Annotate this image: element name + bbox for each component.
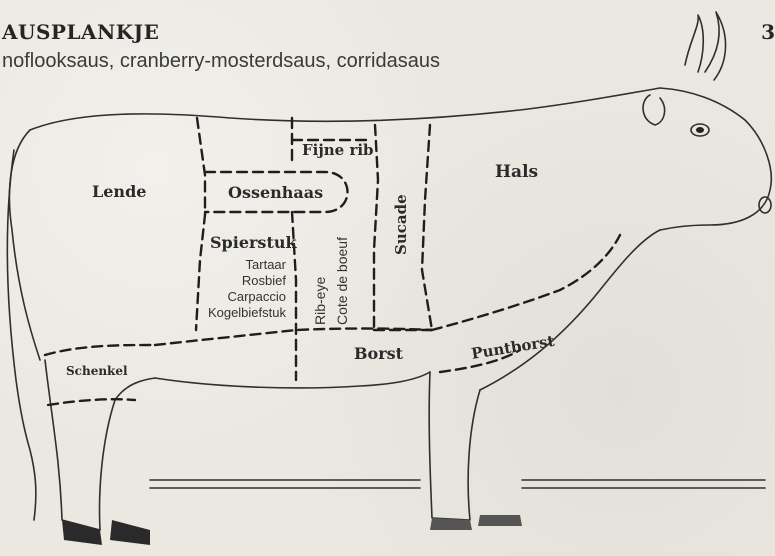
cow-nostril [759,197,771,213]
cut-label-ossenhaas: Ossenhaas [228,183,323,202]
rib-item-cote-de-boeuf: Cote de boeuf [334,237,350,325]
cow-belly [155,372,430,388]
cow-neck [660,88,771,230]
cow-horn-left [685,15,703,72]
rib-item-rib-eye: Rib-eye [312,277,328,325]
cow-back-line [30,88,660,130]
cut-label-hals: Hals [495,162,538,182]
cut-line-schenkel-top [45,345,155,355]
cut-label-spierstuk: Spierstuk [210,233,297,252]
spierstuk-item: Carpaccio [176,289,286,305]
cut-label-lende: Lende [92,182,146,201]
cow-hind-leg [45,360,155,530]
cut-line-rib-sucade [374,125,378,330]
spierstuk-item: Rosbief [176,273,286,289]
cut-label-sucade: Sucade [392,194,410,255]
cow-ear [643,95,665,125]
cow-rump [9,130,40,360]
spierstuk-item-list: Tartaar Rosbief Carpaccio Kogelbiefstuk [176,257,286,321]
cut-line-puntborst [432,235,620,330]
cow-horn-right [705,12,726,80]
cow-front-leg [429,372,480,520]
cut-label-fijne-rib: Fijne rib [302,141,374,159]
cut-label-schenkel: Schenkel [66,364,128,378]
cut-label-borst: Borst [354,344,403,363]
cut-line-schenkel-bottom [48,399,135,405]
spierstuk-item: Kogelbiefstuk [176,305,286,321]
cut-line-sucade-hals [422,125,432,330]
spierstuk-item: Tartaar [176,257,286,273]
cow-chest [480,230,660,390]
cow-ground [150,480,765,488]
